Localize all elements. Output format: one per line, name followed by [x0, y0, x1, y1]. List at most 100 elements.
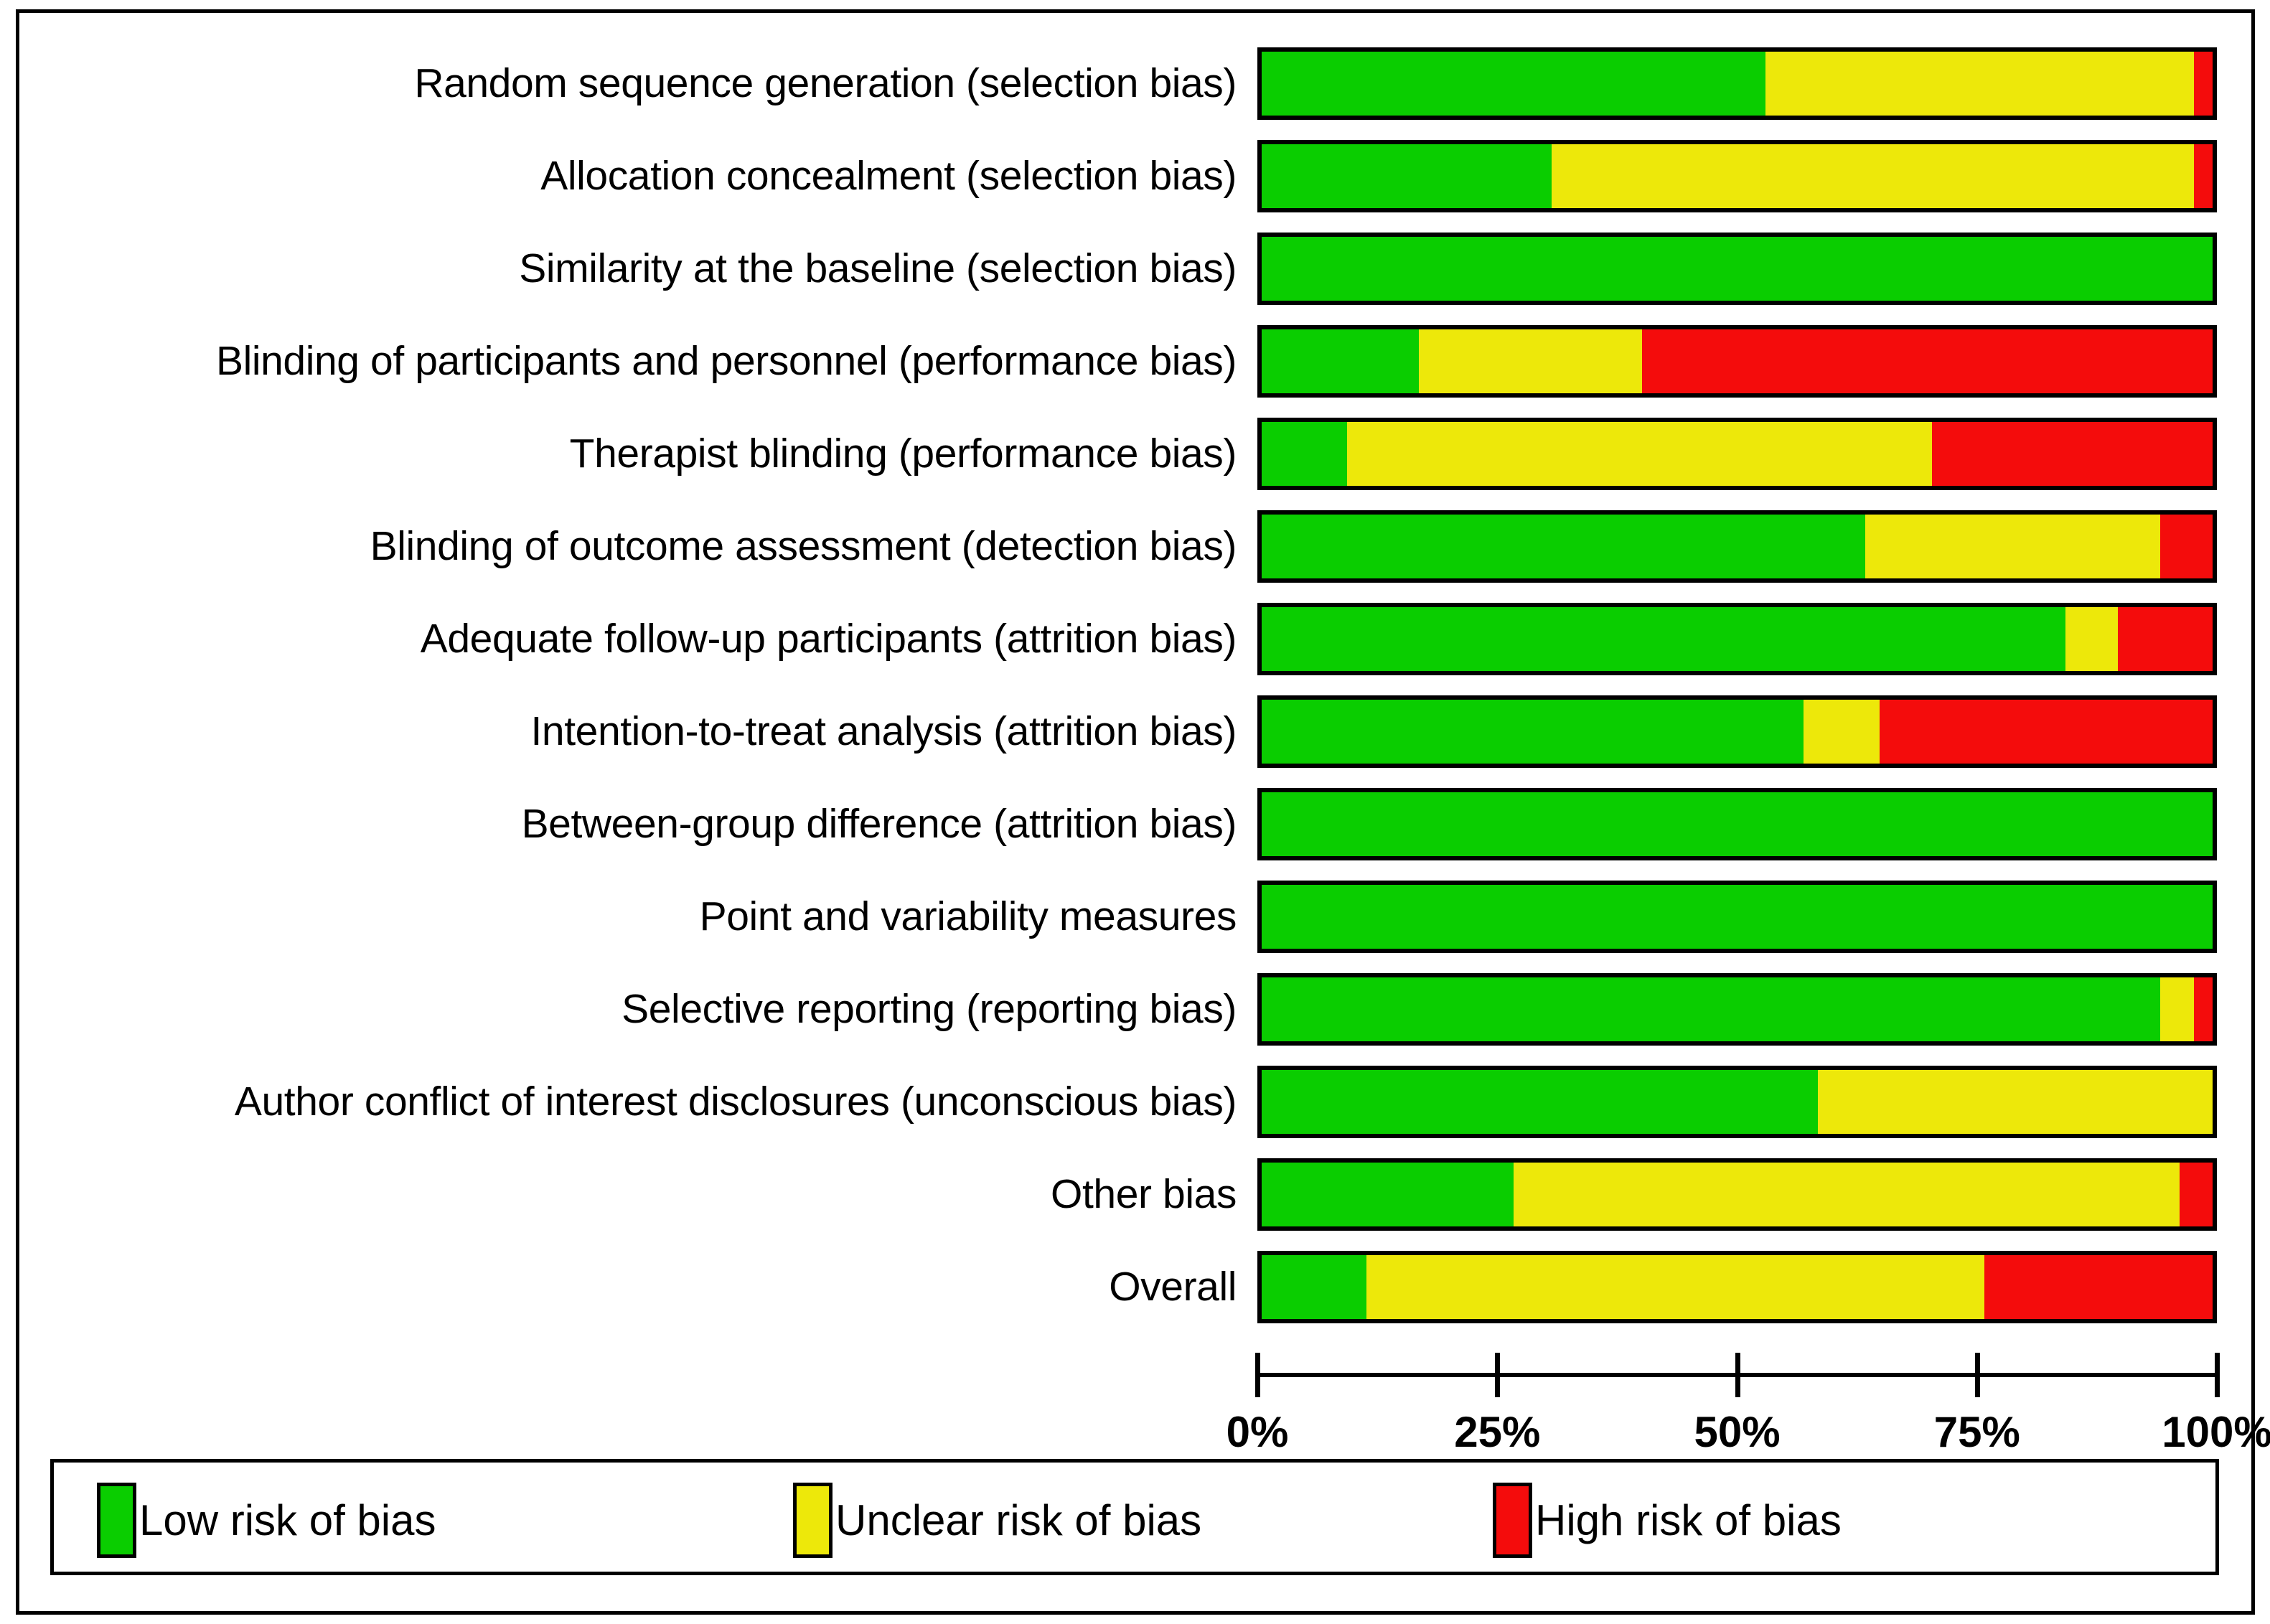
bar-segment-high-risk — [2193, 144, 2213, 208]
chart-row: Therapist blinding (performance bias) — [0, 408, 2270, 500]
bar-segment-unclear-risk — [2160, 977, 2194, 1041]
stacked-bar — [1257, 233, 2217, 305]
bar-segment-unclear-risk — [1765, 52, 2194, 116]
bar-segment-low-risk — [1262, 1255, 1366, 1319]
row-label: Between-group difference (attrition bias… — [521, 801, 1237, 847]
chart-rows: Random sequence generation (selection bi… — [0, 37, 2270, 1333]
bar-segment-low-risk — [1262, 237, 2213, 301]
row-label: Overall — [1109, 1264, 1237, 1310]
row-label: Adequate follow-up participants (attriti… — [420, 616, 1237, 662]
bar-segment-low-risk — [1262, 885, 2213, 949]
row-label: Therapist blinding (performance bias) — [569, 431, 1237, 477]
bar-segment-high-risk — [1984, 1255, 2213, 1319]
bar-segment-low-risk — [1262, 792, 2213, 856]
bar-segment-unclear-risk — [1514, 1163, 2180, 1226]
stacked-bar — [1257, 1158, 2217, 1231]
axis-tick — [1735, 1353, 1740, 1397]
legend-item: Low risk of bias — [97, 1483, 436, 1558]
bar-segment-unclear-risk — [1818, 1070, 2213, 1134]
bar-segment-low-risk — [1262, 1070, 1819, 1134]
row-label: Blinding of participants and personnel (… — [215, 338, 1237, 384]
axis-tick-label: 0% — [1226, 1408, 1289, 1456]
bar-segment-high-risk — [2179, 1163, 2213, 1226]
chart-row: Similarity at the baseline (selection bi… — [0, 222, 2270, 315]
row-label: Intention-to-treat analysis (attrition b… — [530, 708, 1237, 754]
bar-segment-low-risk — [1262, 144, 1552, 208]
bar-segment-unclear-risk — [1347, 422, 1933, 486]
legend: Low risk of bias Unclear risk of bias High… — [50, 1459, 2219, 1575]
bar-segment-low-risk — [1262, 700, 1804, 764]
stacked-bar — [1257, 47, 2217, 120]
chart-row: Point and variability measures — [0, 870, 2270, 963]
bar-segment-high-risk — [2193, 977, 2213, 1041]
axis-tick — [1255, 1353, 1260, 1397]
row-label: Random sequence generation (selection bi… — [414, 60, 1237, 106]
row-label: Similarity at the baseline (selection bi… — [519, 245, 1237, 291]
stacked-bar — [1257, 140, 2217, 212]
axis-tick-label: 75% — [1933, 1408, 2020, 1456]
legend-label: Unclear risk of bias — [835, 1496, 1202, 1544]
chart-row: Blinding of participants and personnel (… — [0, 315, 2270, 408]
stacked-bar — [1257, 603, 2217, 675]
row-label: Author conflict of interest disclosures … — [234, 1079, 1237, 1125]
stacked-bar — [1257, 973, 2217, 1046]
bar-segment-high-risk — [1932, 422, 2213, 486]
bar-segment-low-risk — [1262, 515, 1866, 578]
stacked-bar — [1257, 418, 2217, 490]
bar-segment-high-risk — [2160, 515, 2213, 578]
axis-tick — [1974, 1353, 1980, 1397]
legend-swatch-low-risk — [97, 1483, 136, 1558]
chart-row: Overall — [0, 1241, 2270, 1333]
x-axis: 0% 25% 50% 75% 100% — [1227, 1353, 2270, 1456]
row-label: Selective reporting (reporting bias) — [622, 986, 1237, 1032]
legend-label: Low risk of bias — [139, 1496, 436, 1544]
axis-tick — [1495, 1353, 1501, 1397]
stacked-bar — [1257, 1066, 2217, 1138]
bar-segment-unclear-risk — [2065, 607, 2118, 671]
chart-row: Between-group difference (attrition bias… — [0, 778, 2270, 870]
legend-swatch-high-risk — [1493, 1483, 1532, 1558]
bar-segment-unclear-risk — [1418, 329, 1642, 393]
stacked-bar — [1257, 788, 2217, 860]
chart-row: Blinding of outcome assessment (detectio… — [0, 500, 2270, 593]
bar-segment-unclear-risk — [1804, 700, 1880, 764]
bar-segment-low-risk — [1262, 329, 1419, 393]
axis-tick-label: 50% — [1694, 1408, 1781, 1456]
axis-tick-label: 25% — [1454, 1408, 1541, 1456]
bar-segment-unclear-risk — [1865, 515, 2161, 578]
row-label: Allocation concealment (selection bias) — [540, 153, 1237, 199]
chart-row: Random sequence generation (selection bi… — [0, 37, 2270, 130]
row-label: Point and variability measures — [699, 893, 1237, 939]
bar-segment-low-risk — [1262, 607, 2065, 671]
stacked-bar — [1257, 881, 2217, 953]
chart-row: Adequate follow-up participants (attriti… — [0, 593, 2270, 685]
legend-item: Unclear risk of bias — [793, 1483, 1201, 1558]
bar-segment-high-risk — [1642, 329, 2213, 393]
chart-row: Allocation concealment (selection bias) — [0, 130, 2270, 222]
legend-label: High risk of bias — [1535, 1496, 1842, 1544]
bar-segment-low-risk — [1262, 977, 2161, 1041]
legend-swatch-unclear-risk — [793, 1483, 833, 1558]
chart-row: Author conflict of interest disclosures … — [0, 1056, 2270, 1148]
stacked-bar — [1257, 325, 2217, 398]
chart-row: Other bias — [0, 1148, 2270, 1241]
legend-item: High risk of bias — [1493, 1483, 1842, 1558]
chart-row: Intention-to-treat analysis (attrition b… — [0, 685, 2270, 778]
stacked-bar — [1257, 510, 2217, 583]
axis-tick-label: 100% — [2162, 1408, 2270, 1456]
bar-segment-unclear-risk — [1552, 144, 2194, 208]
axis-tick — [2215, 1353, 2220, 1397]
bar-segment-low-risk — [1262, 52, 1766, 116]
stacked-bar — [1257, 1251, 2217, 1323]
row-label: Blinding of outcome assessment (detectio… — [370, 523, 1237, 569]
bar-segment-unclear-risk — [1366, 1255, 1984, 1319]
chart-row: Selective reporting (reporting bias) — [0, 963, 2270, 1056]
bar-segment-high-risk — [2193, 52, 2213, 116]
bar-segment-low-risk — [1262, 1163, 1514, 1226]
bar-segment-low-risk — [1262, 422, 1348, 486]
stacked-bar-chart: Random sequence generation (selection bi… — [0, 37, 2270, 1333]
row-label: Other bias — [1051, 1171, 1237, 1217]
bar-segment-high-risk — [1880, 700, 2213, 764]
stacked-bar — [1257, 695, 2217, 768]
